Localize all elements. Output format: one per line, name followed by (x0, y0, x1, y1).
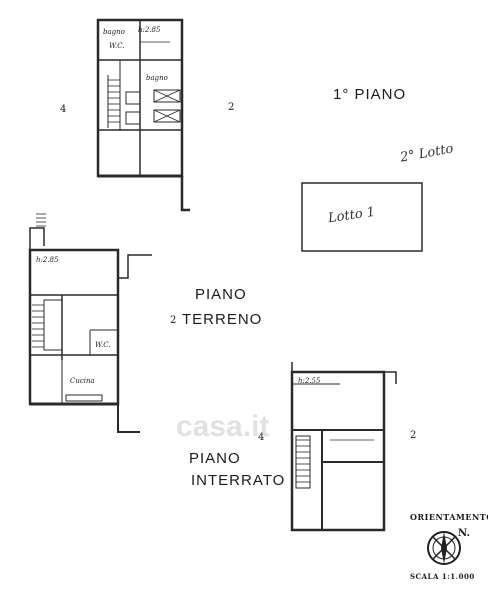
ground-floor-height-label: h:2.85 (36, 256, 59, 264)
ground-floor-title-line1: PIANO (195, 286, 247, 303)
first-floor-side-left: 4 (60, 104, 67, 115)
basement-title-line1: PIANO (189, 450, 241, 467)
first-floor-wc-label: W.C. (109, 42, 125, 50)
annex-box (301, 182, 423, 252)
ground-floor-title-line2: TERRENO (182, 311, 263, 328)
first-floor-height-label: h:2.85 (138, 26, 161, 34)
basement-side-left: 4 (258, 432, 265, 443)
ground-floor-wc-label: W.C. (95, 341, 111, 349)
watermark: casa.it (176, 410, 270, 443)
basement-plan (290, 362, 397, 532)
first-floor-plan (96, 18, 190, 212)
basement-height-label: h:2.55 (298, 377, 321, 385)
ground-floor-kitchen-label: Cucina (70, 377, 95, 385)
first-floor-side-right: 2 (228, 102, 235, 113)
scale-label: SCALA 1:1.000 (410, 572, 475, 581)
first-floor-bagno-1-label: bagno (103, 28, 125, 36)
compass-icon (427, 531, 461, 565)
orientation-label: ORIENTAMENTO (410, 512, 488, 522)
north-label: N. (458, 528, 470, 539)
basement-title-line2: INTERRATO (191, 472, 286, 489)
ground-floor-side: 2 (170, 315, 177, 326)
first-floor-title: 1° PIANO (333, 86, 407, 103)
ground-floor-plan (28, 213, 152, 433)
first-floor-bagno-2-label: bagno (146, 74, 168, 82)
basement-side-right: 2 (410, 430, 417, 441)
